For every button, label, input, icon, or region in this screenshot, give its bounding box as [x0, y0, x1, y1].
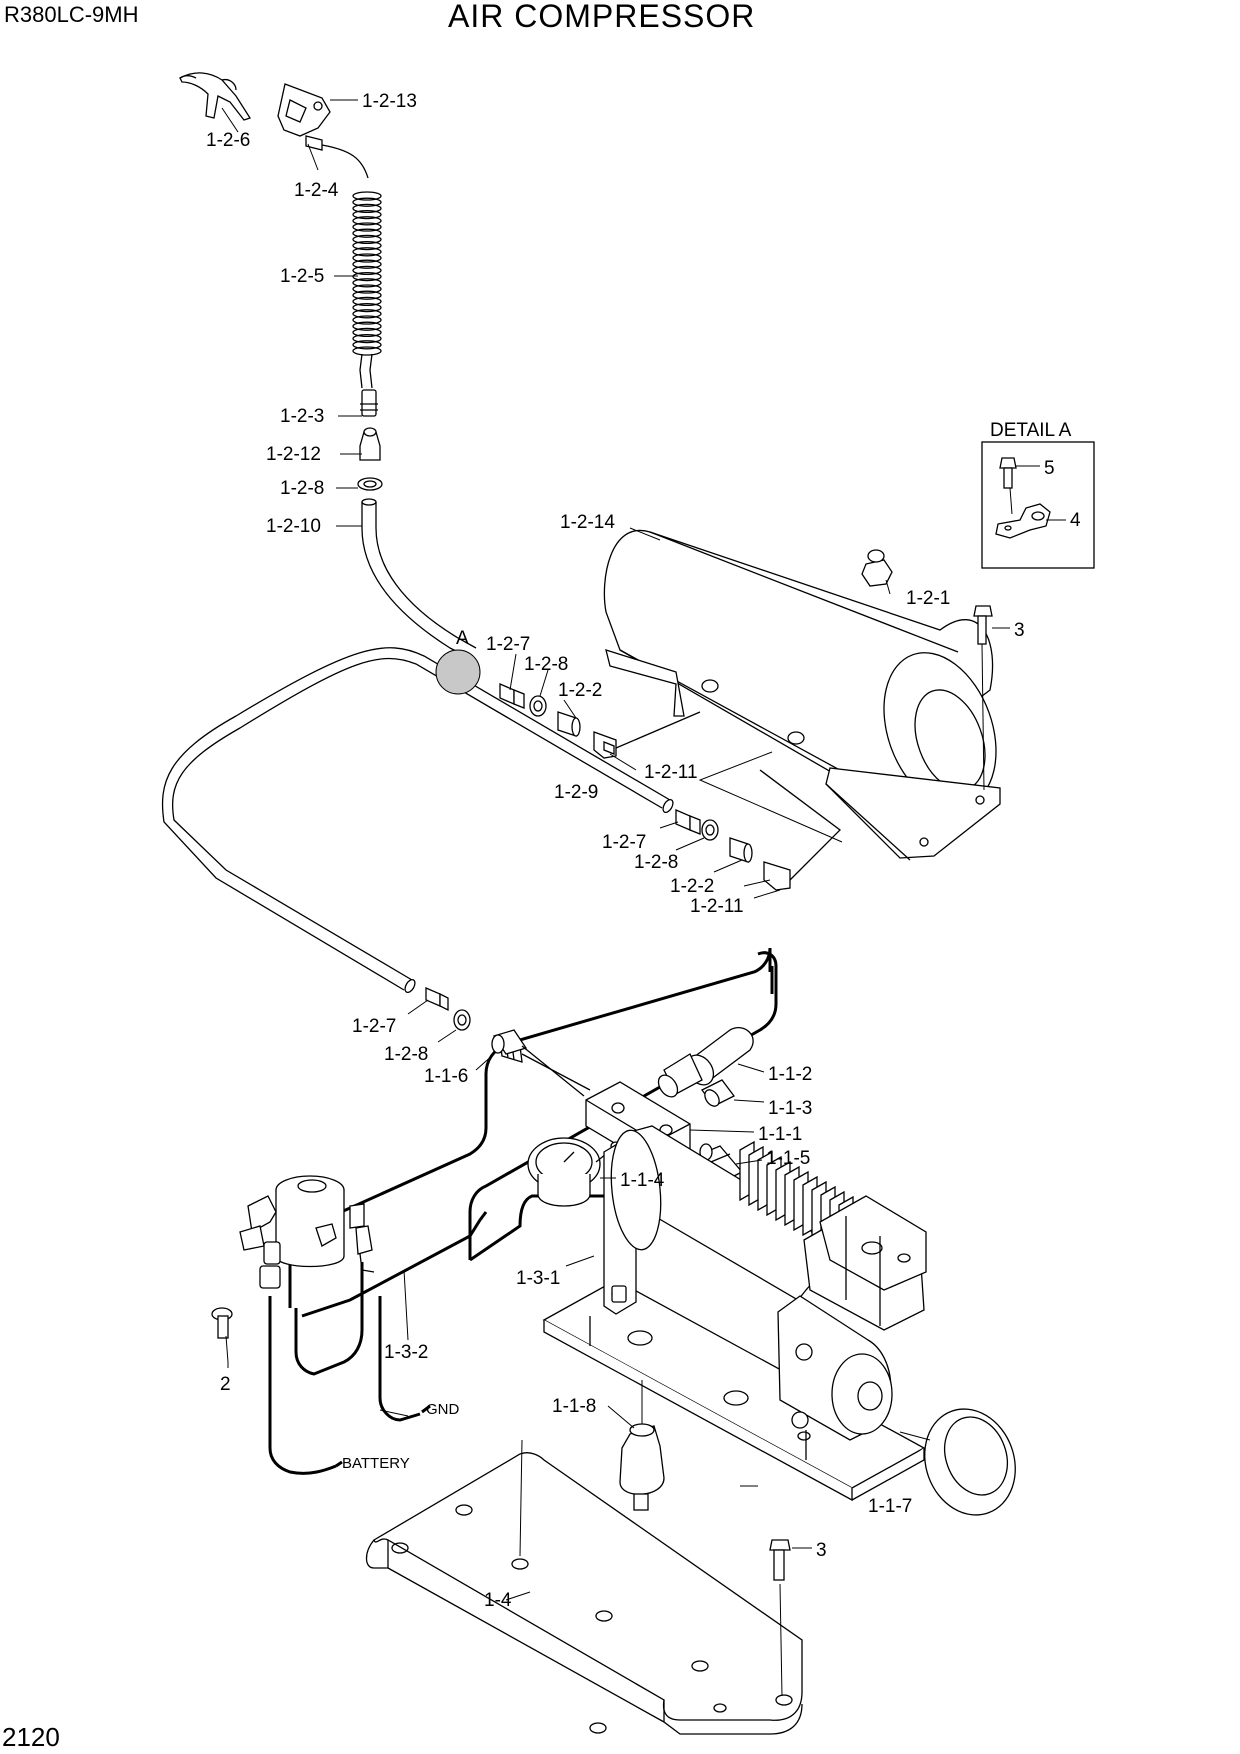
callout-1-2-6: 1-2-6: [206, 130, 250, 151]
callout-1-2-10: 1-2-10: [266, 516, 321, 537]
callout-1-2-8-top: 1-2-8: [280, 478, 324, 499]
isolator-1-1-8: [619, 1380, 665, 1511]
callout-1-2-8-b: 1-2-8: [634, 852, 678, 873]
callout-3-base: 3: [816, 1540, 827, 1561]
gnd-wire-label: GND: [426, 1401, 460, 1418]
callout-1-2-8-a: 1-2-8: [524, 654, 568, 675]
pressure-switch: [657, 1027, 754, 1098]
page-title: AIR COMPRESSOR: [448, 0, 756, 34]
pressure-gauge: [527, 1137, 622, 1207]
callout-1-2-14: 1-2-14: [560, 512, 615, 533]
callout-1-2-11-b: 1-2-11: [690, 896, 744, 917]
coiled-air-hose: [352, 191, 382, 356]
electric-motor: [610, 1125, 819, 1301]
callout-1-2-7-c: 1-2-7: [352, 1016, 396, 1037]
pressure-relay: [239, 1175, 375, 1289]
callout-1-2-13: 1-2-13: [362, 91, 417, 112]
compressor-cylinder: [803, 1195, 927, 1331]
callout-1-2-7-b: 1-2-7: [602, 832, 646, 853]
coupler-1-2-12: [359, 427, 381, 461]
detail-callout-5: 5: [1044, 458, 1055, 479]
fitting-set-lower: [675, 769, 841, 891]
callout-1-2-4: 1-2-4: [294, 180, 339, 201]
callout-1-2-11-a: 1-2-11: [644, 762, 698, 783]
callout-1-3-2: 1-3-2: [384, 1342, 428, 1363]
air-blow-gun: [179, 72, 251, 121]
callout-1-2-7-a: 1-2-7: [486, 634, 530, 655]
callout-1-2-3: 1-2-3: [280, 406, 324, 427]
callout-1-1-6: 1-1-6: [424, 1066, 468, 1087]
callout-1-1-5: 1-1-5: [766, 1148, 810, 1169]
callout-1-2-9: 1-2-9: [554, 782, 598, 803]
air-line-1-2-10: [361, 498, 477, 659]
base-bolt-3: [769, 1539, 791, 1581]
callout-2: 2: [220, 1374, 231, 1395]
model-number: R380LC-9MH: [4, 2, 139, 27]
callout-1-1-1: 1-1-1: [758, 1124, 802, 1145]
hose-fitting-1-2-4: [305, 135, 369, 179]
callout-1-2-5: 1-2-5: [280, 266, 324, 287]
callout-1-1-3: 1-1-3: [768, 1098, 812, 1119]
compressor-base-plate: [542, 1279, 926, 1502]
page-number: 2120: [2, 1722, 60, 1752]
callout-1-2-1: 1-2-1: [906, 588, 950, 609]
wire-terminals: GND BATTERY: [335, 1401, 460, 1472]
compressor-crankcase: [777, 1295, 893, 1441]
callout-1-2-8-c: 1-2-8: [384, 1044, 428, 1065]
callout-1-1-2: 1-1-2: [768, 1064, 812, 1085]
tank-mount-bolt: [973, 605, 993, 791]
air-hose-1-2-9: [161, 647, 674, 994]
connector-1-2-3: [360, 389, 378, 417]
air-tank: [603, 529, 1001, 861]
detail-a-box: DETAIL A 5 4: [981, 420, 1095, 569]
detail-callout-4: 4: [1070, 510, 1081, 531]
clamp-1-2-8-top: [357, 477, 383, 491]
callout-3-tank: 3: [1014, 620, 1025, 641]
hose-tail: [359, 353, 373, 389]
battery-wire-label: BATTERY: [342, 1455, 410, 1472]
callout-1-2-2-b: 1-2-2: [670, 876, 714, 897]
callout-1-3-1: 1-3-1: [516, 1268, 560, 1289]
callout-1-2-2-a: 1-2-2: [558, 680, 602, 701]
fitting-set-loop-end: [425, 987, 591, 1091]
fitting-1-1-6: [491, 1029, 585, 1097]
detail-a-title: DETAIL A: [990, 420, 1072, 441]
callouts: 1-2-13 1-2-6 1-2-4 1-2-5 1-2-3 1-2-12 1-…: [206, 91, 1025, 1611]
compressor-head: [739, 1140, 854, 1257]
callout-1-1-7: 1-1-7: [868, 1496, 912, 1517]
callout-1-1-8: 1-1-8: [552, 1396, 596, 1417]
fitting-1-1-3: [701, 1079, 735, 1107]
relay-bolt-2: [211, 1307, 233, 1363]
gun-bracket: [277, 83, 331, 137]
detail-a-marker-label: A: [456, 628, 469, 649]
detail-a-marker: A: [435, 628, 481, 695]
leader-lines: [221, 99, 1010, 1601]
callout-1-1-4: 1-1-4: [620, 1170, 665, 1191]
mounting-bracket: [365, 1439, 803, 1735]
callout-1-4: 1-4: [484, 1590, 512, 1611]
air-filter-1-1-7: [899, 1408, 1016, 1516]
callout-1-2-12: 1-2-12: [266, 444, 321, 465]
